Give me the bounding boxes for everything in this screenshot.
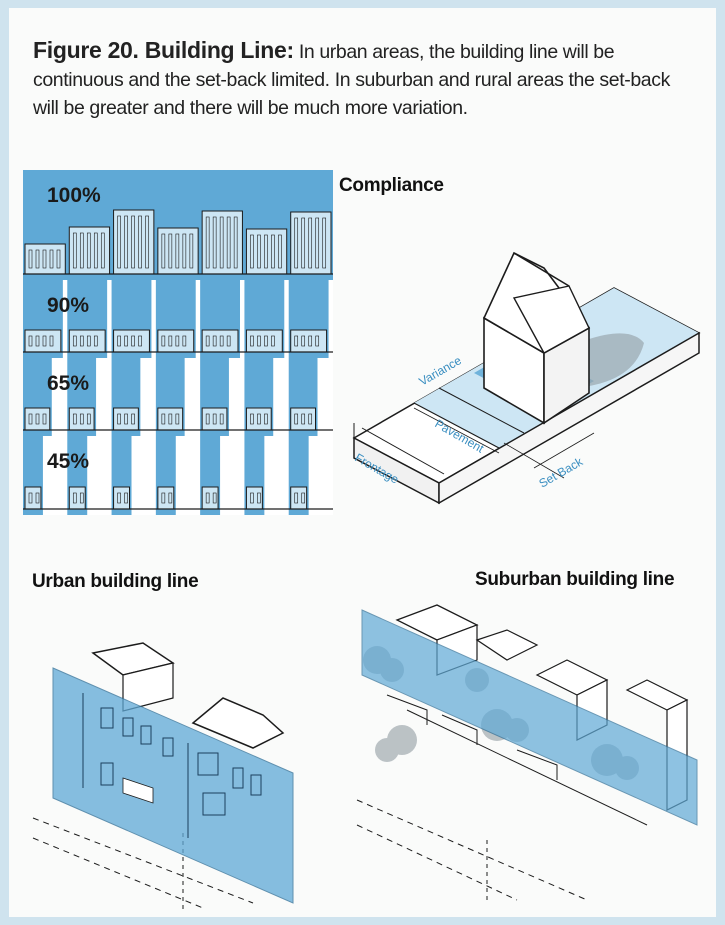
strip-gap: [318, 358, 334, 436]
strip-building: [69, 487, 85, 509]
strip-gap: [107, 280, 111, 358]
strip-building: [246, 229, 286, 274]
strip-building: [25, 244, 65, 274]
strip-percent-label: 65%: [47, 372, 89, 395]
strip-building: [291, 487, 307, 509]
strip-gap: [284, 280, 288, 358]
strip-gap: [176, 436, 200, 515]
compliance-heading: Compliance: [339, 175, 444, 197]
strip-percent-label: 100%: [47, 184, 101, 207]
strip-building: [158, 228, 198, 274]
strip-gap: [273, 358, 289, 436]
strip-percent-label: 45%: [47, 450, 89, 473]
strip-building: [291, 212, 331, 274]
strip-gap: [185, 358, 201, 436]
strip-gap: [196, 280, 200, 358]
strip-gap: [229, 358, 245, 436]
caption-lead: Figure 20. Building Line:: [33, 37, 294, 63]
strip-building: [69, 227, 109, 274]
strip-building: [114, 210, 154, 274]
strip-gap: [220, 436, 244, 515]
urban-building-line-diagram: [23, 623, 343, 913]
strip-gap: [264, 436, 288, 515]
label-set-back: Set Back: [537, 454, 586, 491]
compliance-house: [484, 253, 589, 423]
strip-building: [114, 487, 130, 509]
strip-gap: [151, 280, 155, 358]
strip-gap: [240, 280, 244, 358]
strip-building: [246, 487, 262, 509]
building-line-percentage-strip: 100% 90% 65% 45%: [23, 170, 333, 515]
strip-building: [202, 211, 242, 274]
strip-gap: [96, 358, 112, 436]
strip-percent-label: 90%: [47, 294, 89, 317]
strip-gap: [63, 280, 67, 358]
compliance-diagram: Variance Pavement Frontage Set Back: [344, 248, 704, 518]
suburban-heading: Suburban building line: [475, 569, 674, 591]
urban-heading: Urban building line: [32, 571, 198, 593]
strip-building: [25, 487, 41, 509]
strip-gap: [132, 436, 156, 515]
strip-building: [202, 487, 218, 509]
strip-gap: [140, 358, 156, 436]
suburban-building-line-diagram: [347, 600, 707, 910]
strip-gap: [52, 358, 68, 436]
figure-page: Figure 20. Building Line: In urban areas…: [9, 8, 716, 917]
strip-building: [158, 487, 174, 509]
strip-gap: [329, 280, 333, 358]
strip-gap: [87, 436, 111, 515]
strip-gap: [309, 436, 333, 515]
figure-caption: Figure 20. Building Line: In urban areas…: [33, 36, 693, 122]
strip-gap: [43, 436, 67, 515]
